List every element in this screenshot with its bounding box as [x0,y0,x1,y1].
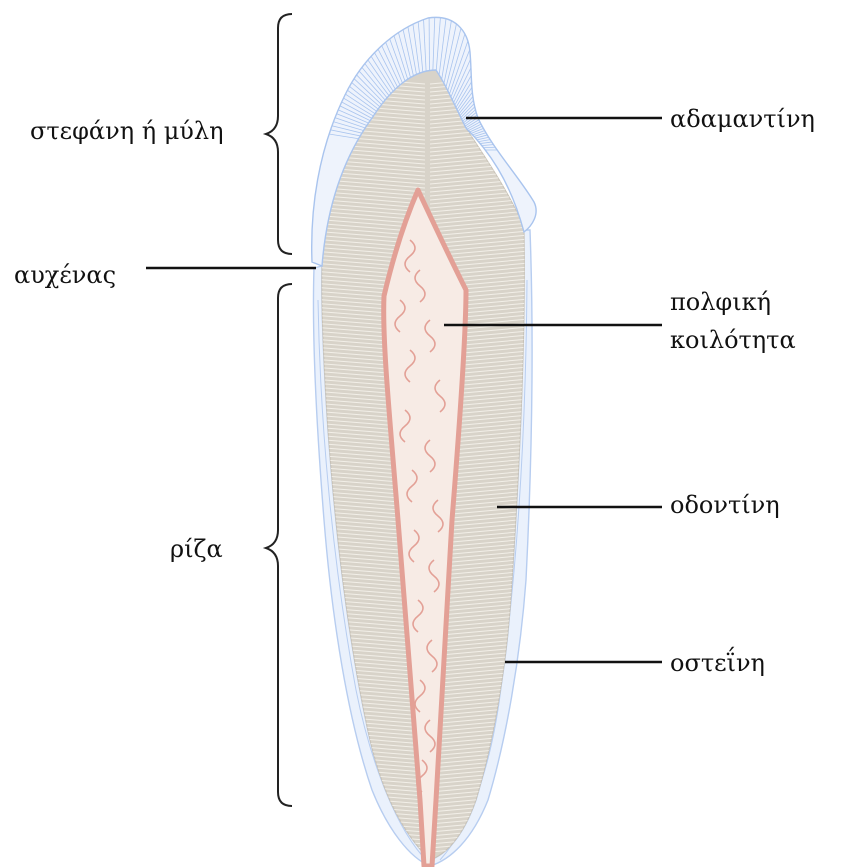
crown-label: στεφάνη ή μύλη [30,116,224,146]
root-label: ρίζα [170,534,223,564]
neck-label: αυχένας [14,260,116,290]
pulp-cavity-label-line2: κοιλότητα [670,325,796,355]
dentin-label: οδοντίνη [670,490,780,520]
pulp-cavity-label-line1: πολφική [670,287,771,317]
crown-bracket [266,14,292,254]
root-bracket [266,284,292,806]
cementum-label: οστεΐνη [670,648,765,678]
enamel-label: αδαμαντίνη [670,104,815,134]
